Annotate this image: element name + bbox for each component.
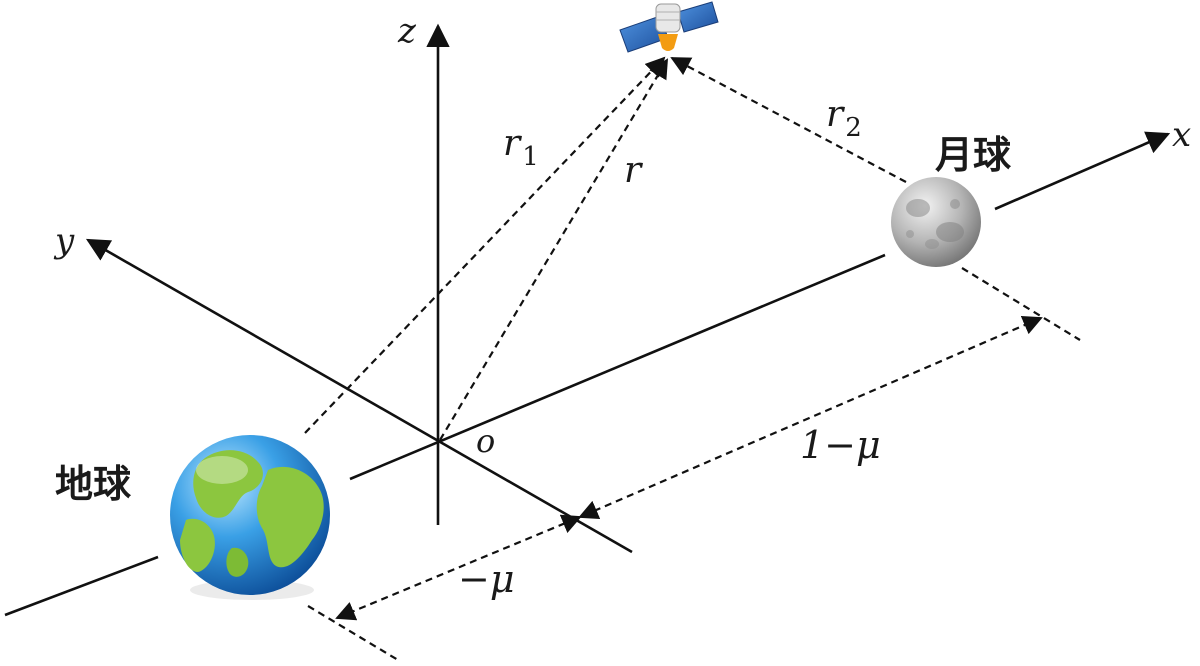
r1-vector bbox=[304, 56, 666, 434]
r-label: r bbox=[624, 150, 643, 191]
y-axis-label: y bbox=[53, 221, 75, 261]
minus-mu-dimension bbox=[335, 514, 582, 621]
r-vector bbox=[439, 58, 669, 441]
x-axis-label: x bbox=[1172, 115, 1191, 155]
moon-name-label: 月球 bbox=[935, 133, 1012, 177]
earth-name-label: 地球 bbox=[55, 462, 132, 506]
minus-mu-label: −μ bbox=[458, 557, 515, 601]
origin-label: o bbox=[476, 422, 495, 460]
earth-extension-line bbox=[307, 605, 399, 661]
r2-label: r2 bbox=[826, 94, 862, 143]
moon-icon bbox=[891, 177, 981, 267]
moon-extension-line bbox=[961, 267, 1081, 341]
r1-label: r1 bbox=[503, 123, 539, 172]
r2-vector bbox=[670, 57, 907, 183]
earth-icon bbox=[170, 435, 330, 600]
y-axis bbox=[85, 238, 633, 554]
satellite-icon bbox=[619, 1, 719, 53]
x-axis-beyond-moon bbox=[994, 131, 1171, 211]
x-axis-behind-earth bbox=[4, 555, 159, 617]
one-minus-mu-dimension bbox=[578, 315, 1043, 520]
z-axis-label: z bbox=[397, 11, 417, 51]
one-minus-mu-label: 1−μ bbox=[800, 423, 881, 467]
